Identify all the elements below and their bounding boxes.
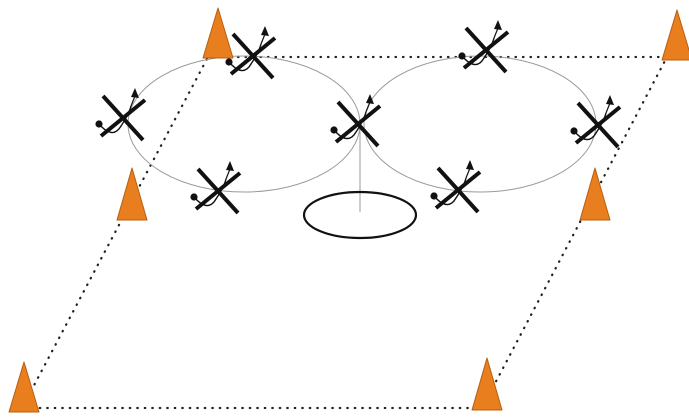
aircraft-6-quadcopter-icon <box>570 95 622 149</box>
landing-pad-icon <box>302 190 418 240</box>
cone-bottom-right-traffic-cone-icon <box>471 357 503 411</box>
aircraft-5-quadcopter-icon <box>458 20 510 74</box>
aircraft-4-quadcopter-icon <box>190 161 242 215</box>
aircraft-2-quadcopter-icon <box>95 88 147 142</box>
cone-bottom-left-traffic-cone-icon <box>8 361 40 413</box>
aircraft-3-quadcopter-icon <box>330 94 382 148</box>
cone-mid-left-traffic-cone-icon <box>116 167 148 221</box>
flight-path-right-loop <box>363 55 597 193</box>
cone-top-left-traffic-cone-icon <box>202 7 234 59</box>
cone-mid-right-traffic-cone-icon <box>579 167 611 221</box>
aircraft-7-quadcopter-icon <box>430 160 482 214</box>
flight-path-left-loop <box>127 55 361 193</box>
aircraft-1-quadcopter-icon <box>225 26 277 80</box>
cone-top-right-traffic-cone-icon <box>661 9 689 61</box>
cone-layer <box>8 7 689 413</box>
aircraft-layer <box>95 20 622 215</box>
